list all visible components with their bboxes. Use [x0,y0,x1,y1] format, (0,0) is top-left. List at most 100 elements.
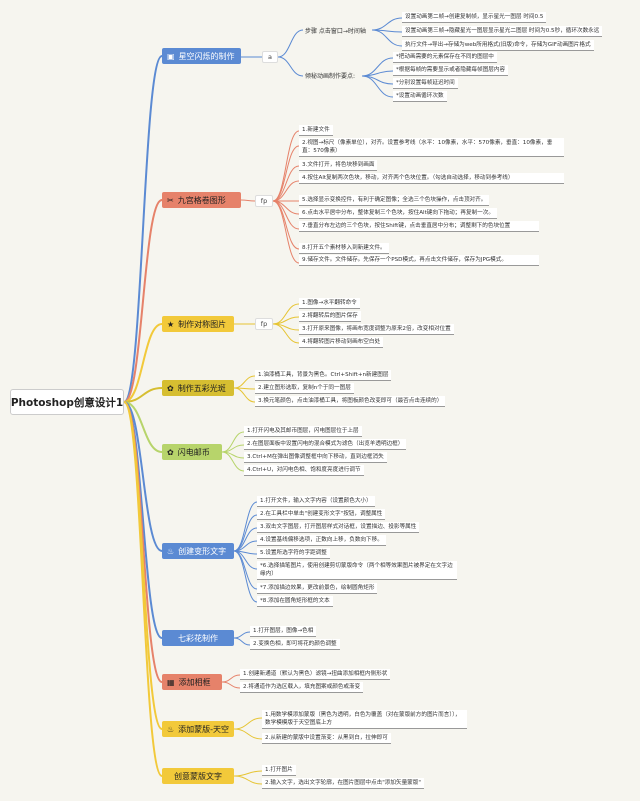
scissors-icon: ✂ [167,195,174,205]
root-link-9 [123,401,163,777]
warp-step-6: *6.选择描笔图片，使用创建剪切蒙版命令（两个相等效果图片被界定在文字边缘内） [257,561,457,580]
lightning-step-1: 1.打开闪电及其邮币图层，闪电图层位于上层 [244,426,362,437]
flower-step-2: 2.变换色相，即可将花的颜色调整 [250,639,340,650]
sky-step-2: 2.从新建的蒙版中设置渐变：从黑到白，拉伸即可 [262,733,391,744]
star-step-1: 设置动画第二帧→创建复制帧，显示星光一图层 时间0.5 [402,12,547,23]
sym-step-1: 1.图像→水平翻转命令 [299,298,360,309]
frame-step-2: 2.将通道作为选区载入，填充图案或颜色或渐变 [240,682,364,693]
category-symmetric-image[interactable]: ★制作对称图片 [162,316,234,332]
nine-step-1: 1.新建文件 [299,125,333,136]
text-step-2: 2.输入文字，选出文字轮廓，在图片图层中点击"添加矢量蒙版" [262,778,424,789]
root-link-2 [123,323,163,403]
root-link-7 [123,401,163,683]
text-leaf-link-1 [233,775,263,785]
root-link-1 [123,199,163,403]
sym-leaf-link-3 [272,323,300,344]
star-icon: ★ [167,319,175,329]
nine-step-8: 8.打开五个素材移入到新建文件。 [299,243,389,254]
leaf-icon: ✿ [167,447,174,457]
text-leaf-link-0 [233,770,263,777]
lightning-leaf-link-3 [221,451,245,472]
frame-leaf-link-0 [221,674,241,683]
star-step-link-2 [371,29,403,47]
sym-step-4: 4.将翻转图片移动到画布空白处 [299,337,384,348]
star-step-link-0 [371,17,403,31]
lightning-step-4: 4.Ctrl+U，对闪电色相、饱和度亮度进行调节 [244,465,364,476]
animation-tips-node[interactable]: 倾秘动画制作要点: [305,73,356,80]
warp-leaf-link-6 [233,550,258,590]
star-mid-node[interactable]: a [262,51,278,63]
nine-step-2: 2.视图→标尺（像素单位），对齐。设置参考线（水平：10像素，水平：570像素，… [299,138,564,157]
sym-step-2: 2.将翻转后的图片保存 [299,311,361,322]
nine-leaf-link-2 [272,165,300,202]
nine-step-9: 9.储存文件。文件储存。先保存一个PSD模式，再点击文件储存，保存为JPG模式。 [299,255,539,266]
nine-leaf-link-3 [272,180,300,202]
nine-mid-node[interactable]: fp [255,195,273,207]
flower-leaf-link-0 [233,631,251,639]
category-add-frame[interactable]: ▦添加相框 [162,674,222,690]
star-tip-4: *设置动画循环次数 [393,91,447,102]
warp-step-4: 4.设置基线偏移选项，正数向上移，负数向下移。 [257,535,386,546]
frame-step-1: 1.创建新通道（默认为黑色）滤镜→扭曲添加相框内侧形状 [240,669,391,680]
nine-step-5: 5.选择显示变换控件，有利于确定图像；全选三个色块操作，点击顶对齐。 [299,195,490,206]
nine-leaf-link-1 [272,145,300,202]
frame-icon: ▦ [167,677,175,687]
fire-icon: ♨ [167,546,175,556]
star-step-2: 设置动画第三帧→隐藏星光一图层显示星光二图层 时间为0.5秒，循环次数永远 [402,26,603,37]
spot-step-1: 1.油漆桶工具，背景为黑色。Ctrl+Shift+n新建图层 [255,370,392,381]
spot-leaf-link-2 [233,387,256,403]
category-lightning-coin[interactable]: ✿闪电邮币 [162,444,222,460]
spot-step-3: 3.换元笔颜色，点击油漆桶工具，将图板颜色改变即可（最否点击连续的） [255,396,446,407]
star-step-3: 执行文件→导出→存储为web所用格式(旧版)命令，存储为GIF动画图片格式 [402,40,594,51]
category-mask-text[interactable]: 创意蒙版文字 [162,768,234,784]
star-link-anim [277,56,304,77]
category-rainbow-flower[interactable]: 七彩花制作 [162,630,234,646]
category-mask-sky[interactable]: ♨添加蒙版-天空 [162,721,234,737]
star-tip-1: *把动画需要的元素保存在不同的图层中 [393,52,497,63]
root-link-4 [123,401,163,453]
category-color-spots[interactable]: ✿制作五彩光斑 [162,380,234,396]
warp-step-5: 5.设置所选字符的字距调整 [257,548,330,559]
sym-step-3: 3.打开原来图像，将画布宽度调整为原来2倍，改变相对位置 [299,324,454,335]
warp-leaf-link-0 [233,501,258,552]
star-tip-2: *根据每帧的需要显示或者隐藏每帧图层内容 [393,65,509,76]
image-icon: ▣ [167,51,175,61]
text-step-1: 1.打开图片 [262,765,296,776]
fire-icon: ♨ [167,724,175,734]
sky-step-1: 1.用数学模添加蒙版（黑色为透明，白色为覆盖（对在蒙版前方的图片而言）），数学模… [262,710,467,729]
star-tip-3: *分别设置每帧延迟时间 [393,78,458,89]
root-link-3 [123,387,163,403]
step-timeline-node[interactable]: 步骤 点击窗口→时间轴 [305,28,366,35]
sym-mid-node[interactable]: fp [255,318,273,330]
star-tip-link-3 [361,75,394,98]
category-nine-grid[interactable]: ✂九宫格卷图形 [162,192,241,208]
leaf-icon: ✿ [167,383,174,393]
spot-step-2: 2.建立图形选取，复制n个于同一图层 [255,383,354,394]
flower-step-1: 1.打开图层，图像→色相 [250,626,317,637]
warp-leaf-link-7 [233,550,258,603]
warp-step-3: 3.双击文字图层，打开图层样式对话框，设置描边、投影等属性 [257,522,420,533]
frame-leaf-link-1 [221,681,241,689]
warp-step-7: *7.添加描边效果，更改前景色，绘制圆角矩形 [257,583,378,594]
star-link-step [277,29,304,58]
warp-step-8: *8.添加在圆角矩形框的文本 [257,596,333,607]
sky-leaf-link-0 [233,717,263,730]
root-topic[interactable]: Photoshop创意设计1 [10,389,124,415]
warp-step-2: 2.在工具栏中单击"创建变形文字"按钮，调整属性 [257,509,386,520]
nine-step-4: 4.按住Alt复制两次色块，移动，对齐两个色块位置。（勾选自动选择，移动到参考线… [299,173,564,184]
nine-step-3: 3.文件打开，将色块移到画面 [299,160,378,171]
nine-step-7: 7.垂直分布左边的三个色块，按住Shift键，点击垂直居中分布；调整剩下的色块位… [299,221,539,232]
warp-leaf-link-1 [233,514,258,552]
nine-link-fp [240,199,256,202]
lightning-step-2: 2.在图层面板中设置闪电的混合模式为滤色（出览羊透明边框） [244,439,407,450]
category-star-flash[interactable]: ▣星空闪烁的制作 [162,48,241,64]
spot-leaf-link-0 [233,375,256,389]
category-warp-text[interactable]: ♨创建变形文字 [162,543,234,559]
nine-leaf-link-8 [272,200,300,264]
nine-step-6: 6.点击水平居中分布，整体复制三个色块，按住Alt键向下拖动；再复制一次。 [299,208,497,219]
lightning-step-3: 3.Ctrl+M在弹出图像调整框中向下移动，直到边框消失 [244,452,387,463]
sky-leaf-link-1 [233,728,263,740]
root-link-5 [123,401,163,552]
root-link-0 [123,55,163,403]
